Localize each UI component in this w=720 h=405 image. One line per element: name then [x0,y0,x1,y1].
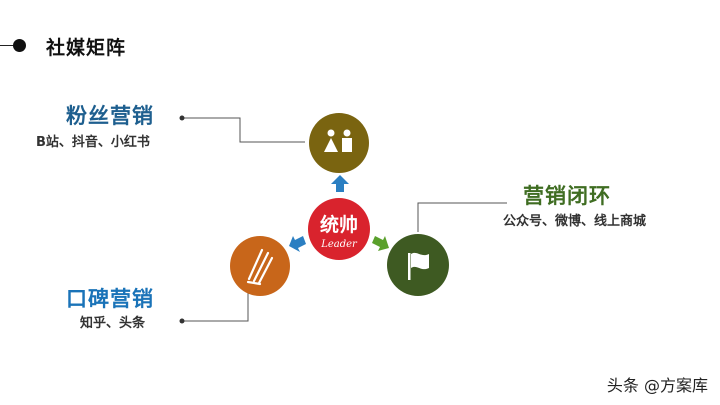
node-loop [387,234,449,296]
megaphone-icon [246,248,274,286]
connector-dot-fans [179,115,185,121]
arrow-up-icon [331,175,349,192]
page-title: 社媒矩阵 [46,37,127,59]
connector-loop [417,202,507,232]
connector-dot-wom [179,318,185,324]
node-wom [230,236,290,296]
logo-en: Leader [320,239,358,250]
title-bullet [13,39,26,52]
flag-icon [408,252,429,280]
node-fans [309,113,369,173]
loop-subtitle: 公众号、微博、线上商城 [503,214,647,229]
wom-subtitle: 知乎、头条 [80,316,146,331]
arrow-left-icon [289,236,306,252]
arrow-right-icon [372,236,389,251]
watermark: 头条 @方案库 [606,376,708,395]
title-line [0,45,17,46]
node-center: 统帅 Leader [308,198,370,260]
fans-subtitle: B站、抖音、小红书 [36,135,150,150]
people-icon [324,129,352,152]
wom-title: 口碑营销 [66,287,154,311]
logo-cn: 统帅 [320,213,358,236]
connector-fans [182,117,305,143]
fans-title: 粉丝营销 [66,104,154,128]
loop-title: 营销闭环 [523,184,611,208]
